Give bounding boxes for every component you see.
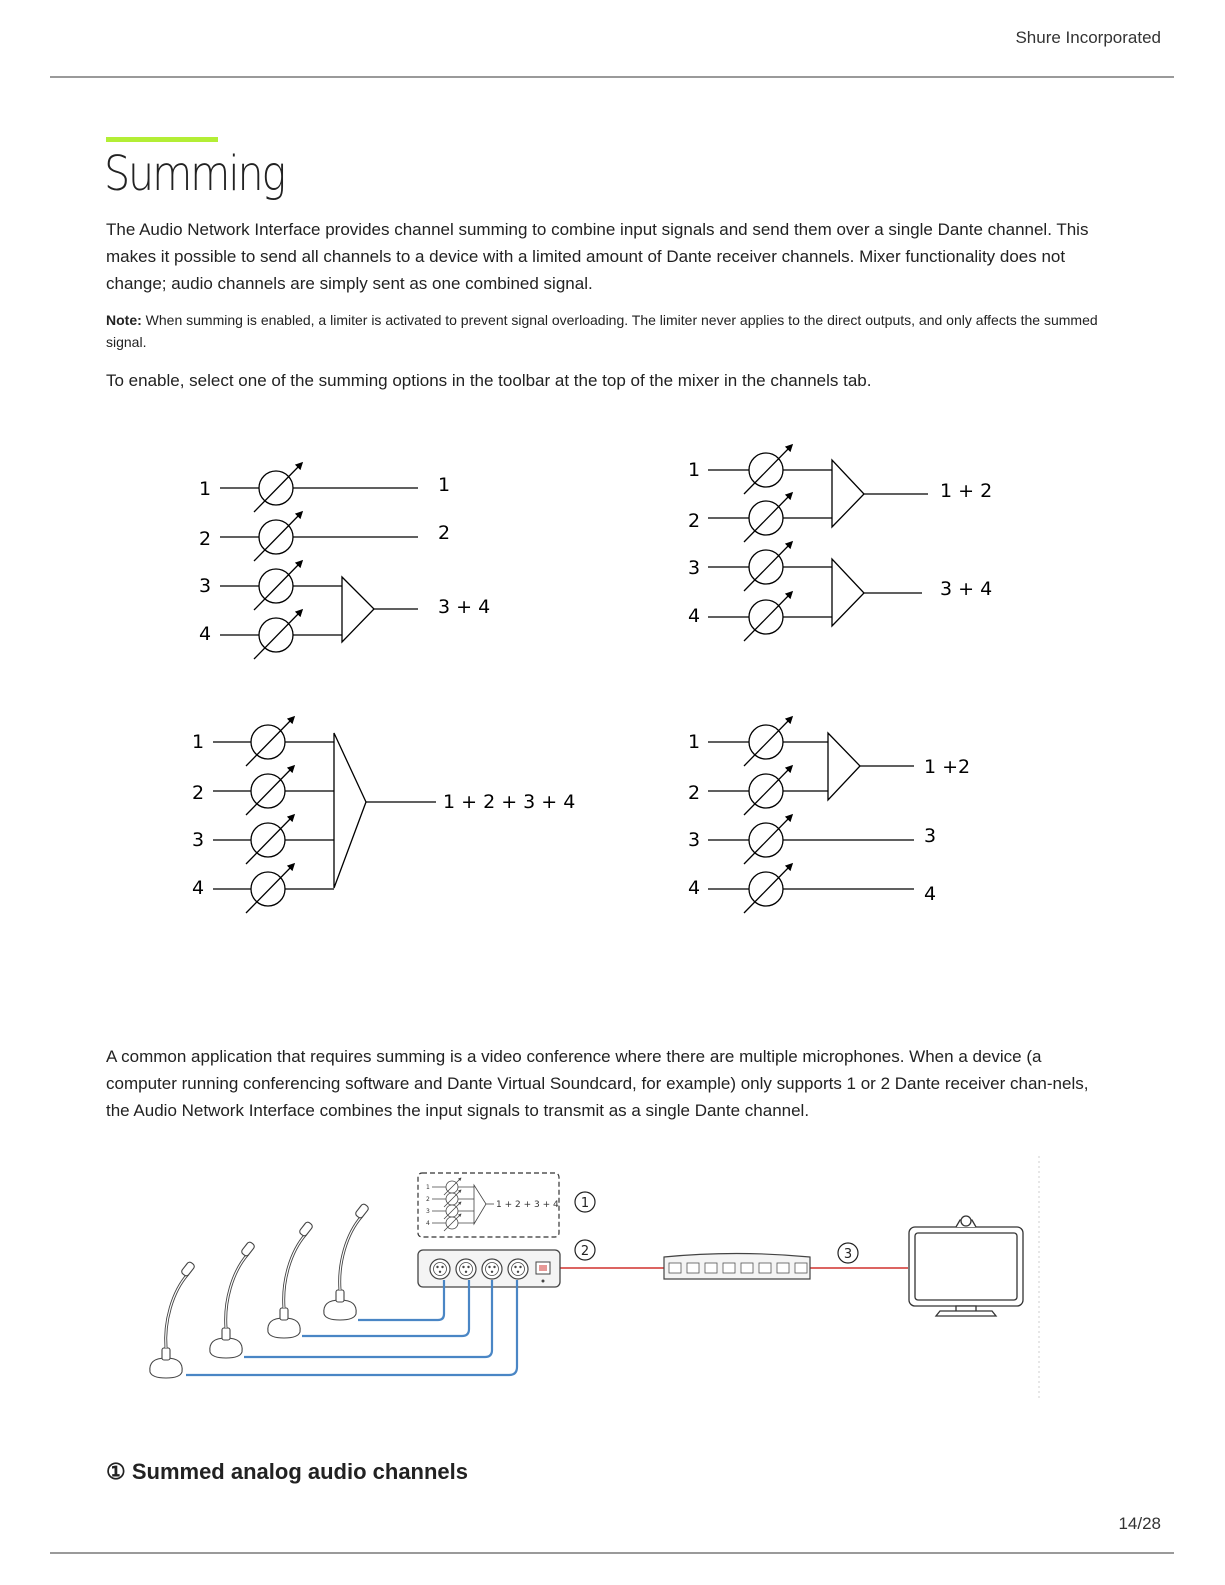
callout-2: 2 [581,1244,589,1259]
conference-setup-figure: 1 2 3 4 1 + 2 + 3 + 4 1 2 3 [148,1156,1040,1400]
mode-c-output-1: 1 + 2 + 3 + 4 [443,791,575,813]
section-heading-summed-channels: ① Summed analog audio channels [106,1459,469,1484]
inset-input-1: 1 [426,1184,430,1191]
application-paragraph: A common application that requires summi… [106,1047,1089,1120]
footer-rule [50,1552,1174,1554]
gooseneck-microphones [148,1201,371,1380]
inset-input-4: 4 [426,1220,430,1227]
callout-1: 1 [581,1196,589,1211]
mode-a-input-4: 4 [199,623,211,645]
page-title: Summing [104,146,286,202]
mode-a-input-1: 1 [199,478,211,500]
inset-summing-diagram: 1 2 3 4 1 + 2 + 3 + 4 [417,1172,560,1238]
audio-network-interface-device [417,1249,561,1288]
inset-input-3: 3 [426,1208,430,1215]
mode-b-input-2: 2 [688,510,700,532]
diagram-mode-d [708,717,914,913]
intro-paragraph: The Audio Network Interface provides cha… [106,220,1089,293]
mode-a-output-1: 1 [438,474,450,496]
mode-a-input-3: 3 [199,575,211,597]
mode-d-output-3: 4 [924,883,936,905]
mode-b-input-3: 3 [688,557,700,579]
inset-input-2: 2 [426,1196,430,1203]
diagram-mode-a [220,463,418,659]
mode-d-input-2: 2 [688,782,700,804]
microphone-cables [186,1280,519,1377]
inset-output-label: 1 + 2 + 3 + 4 [496,1200,559,1210]
mode-d-input-1: 1 [688,731,700,753]
note-text: When summing is enabled, a limiter is ac… [106,312,1098,350]
conferencing-monitor [908,1215,1024,1317]
mode-d-output-2: 3 [924,825,936,847]
mode-d-input-3: 3 [688,829,700,851]
mode-b-output-1: 1 + 2 [940,480,992,502]
mode-c-input-3: 3 [192,829,204,851]
page-number: 14/28 [1118,1514,1161,1533]
header-company: Shure Incorporated [1015,28,1161,47]
note-label: Note: [106,312,142,328]
title-accent-bar [106,137,218,142]
mode-b-input-4: 4 [688,605,700,627]
diagram-mode-c [213,717,436,913]
header-rule [50,76,1174,78]
mode-d-output-1: 1 +2 [924,756,970,778]
mode-b-input-1: 1 [688,459,700,481]
mode-c-input-1: 1 [192,731,204,753]
mode-a-output-2: 2 [438,522,450,544]
mode-a-input-2: 2 [199,528,211,550]
summing-modes-figure: 1 2 3 4 1 2 3 + 4 1 2 3 4 1 + 2 3 + 4 [192,0,992,1000]
enable-paragraph: To enable, select one of the summing opt… [106,371,872,390]
mode-c-input-4: 4 [192,877,204,899]
mode-c-input-2: 2 [192,782,204,804]
mode-d-input-4: 4 [688,877,700,899]
mode-b-output-2: 3 + 4 [940,578,992,600]
diagram-mode-b [708,445,928,641]
mode-a-output-3: 3 + 4 [438,596,490,618]
network-switch [663,1252,811,1280]
callout-3: 3 [844,1247,852,1262]
note-paragraph: Note: When summing is enabled, a limiter… [106,309,1111,353]
